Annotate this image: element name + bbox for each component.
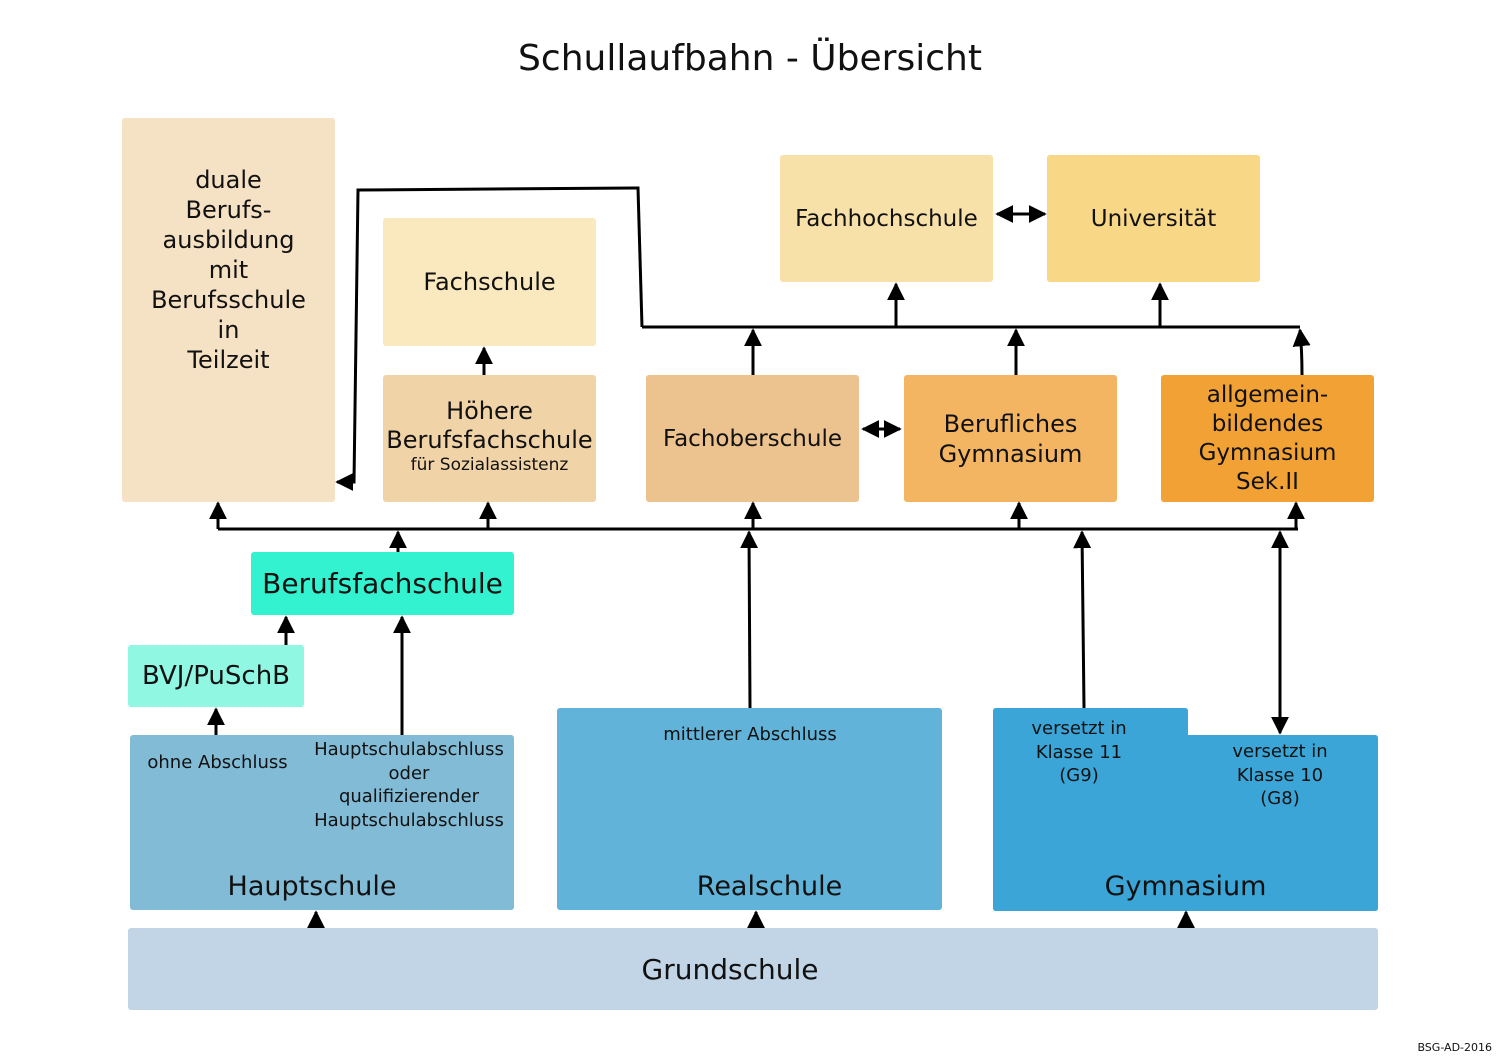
box-hoehere-berufsfachschule-sub: für Sozialassistenz [410,454,569,475]
box-berufliches-gymnasium-label: Berufliches Gymnasium [938,409,1083,468]
box-duale-berufsausbildung: duale Berufs- ausbildung mit Berufsschul… [122,118,335,502]
box-fachhochschule-label: Fachhochschule [795,205,978,232]
box-berufsfachschule: Berufsfachschule [251,552,514,615]
box-duale-berufsausbildung-label: duale Berufs- ausbildung mit Berufsschul… [151,166,306,374]
box-hauptschule-label: Hauptschule [227,871,397,902]
box-grundschule-label: Grundschule [641,952,819,986]
box-allgemeinbildendes-gymnasium: allgemein- bildendes Gymnasium Sek.II [1161,375,1374,502]
credit-label: BSG-AD-2016 [1417,1041,1492,1054]
box-realschule [557,708,942,910]
box-fachoberschule-label: Fachoberschule [662,425,843,452]
box-gymnasium [993,708,1378,911]
box-grundschule: Grundschule [128,928,1378,1010]
box-fachschule: Fachschule [383,218,596,346]
arrow-realschule-to-bar [740,530,759,709]
box-allgemeinbildendes-gymnasium-label: allgemein- bildendes Gymnasium Sek.II [1198,381,1337,495]
label-ohne-abschluss: ohne Abschluss [147,752,288,773]
box-berufsfachschule-label: Berufsfachschule [262,567,503,600]
label-hauptschulabschluss: Hauptschulabschluss oder qualifizierende… [314,739,504,831]
label-versetzt-klasse-11: versetzt in Klasse 11 (G9) [1031,718,1127,786]
box-berufliches-gymnasium: Berufliches Gymnasium [904,375,1117,502]
label-mittlerer-abschluss: mittlerer Abschluss [663,724,837,745]
arrow-versetzt11-to-bar [1073,530,1092,709]
box-bvj: BVJ/PuSchB [128,645,304,707]
box-realschule-label: Realschule [696,871,843,902]
box-universitaet: Universität [1047,155,1260,282]
box-fachoberschule: Fachoberschule [646,375,859,502]
connector-upper-bar-to-duale [335,186,644,491]
box-bvj-label: BVJ/PuSchB [141,661,291,691]
box-fachschule-label: Fachschule [423,268,556,296]
box-hoehere-berufsfachschule: Höhere Berufsfachschule für Sozialassist… [383,375,596,502]
box-hauptschule [130,735,514,910]
label-versetzt-klasse-10: versetzt in Klasse 10 (G8) [1232,741,1328,809]
box-universitaet-label: Universität [1090,205,1217,232]
box-gymnasium-label: Gymnasium [1104,871,1267,902]
box-fachhochschule: Fachhochschule [780,155,993,282]
page-title: Schullaufbahn - Übersicht [518,38,982,79]
box-hoehere-berufsfachschule-label: Höhere Berufsfachschule [386,396,593,454]
arrow-allgemeinbildendes-to-upper-bar [1292,328,1311,376]
